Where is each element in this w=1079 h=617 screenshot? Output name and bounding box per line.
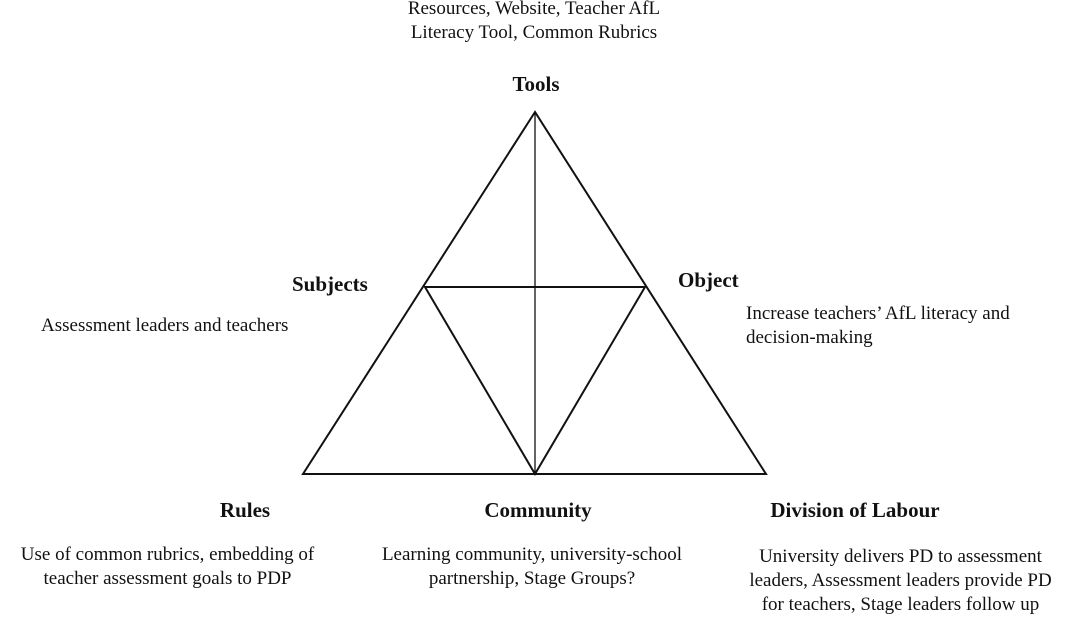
subjects-description: Assessment leaders and teachers [41,314,288,338]
object-description-line: decision-making [746,327,873,348]
object-label: Object [678,268,739,292]
rules-description: Use of common rubrics, embedding of teac… [0,543,335,591]
tools-description-line: Literacy Tool, Common Rubrics [410,22,658,43]
object-description-line: Increase teachers’ AfL literacy and [746,303,1010,324]
division-of-labour-label: Division of Labour [770,498,940,522]
tools-label: Tools [512,72,560,96]
tools-description: Resources, Website, Teacher AfL Literacy… [344,0,724,45]
community-description-line: partnership, Stage Groups? [428,568,636,589]
division-of-labour-description-line: for teachers, Stage leaders follow up [761,594,1040,615]
object-description: Increase teachers’ AfL literacy and deci… [746,302,1010,350]
community-description-line: Learning community, university-school [381,544,683,565]
rules-label: Rules [219,498,271,522]
subjects-description-line: Assessment leaders and teachers [41,315,289,336]
rules-description-line: Use of common rubrics, embedding of [20,544,315,565]
division-of-labour-description-line: University delivers PD to assessment [759,546,1042,567]
rules-description-line: teacher assessment goals to PDP [43,568,292,589]
community-description: Learning community, university-school pa… [352,543,712,591]
division-of-labour-description-line: leaders, Assessment leaders provide PD [749,570,1052,591]
tools-description-line: Resources, Website, Teacher AfL [407,0,661,19]
division-of-labour-description: University delivers PD to assessment lea… [722,545,1079,617]
subjects-label: Subjects [292,272,368,296]
community-label: Community [484,498,592,522]
